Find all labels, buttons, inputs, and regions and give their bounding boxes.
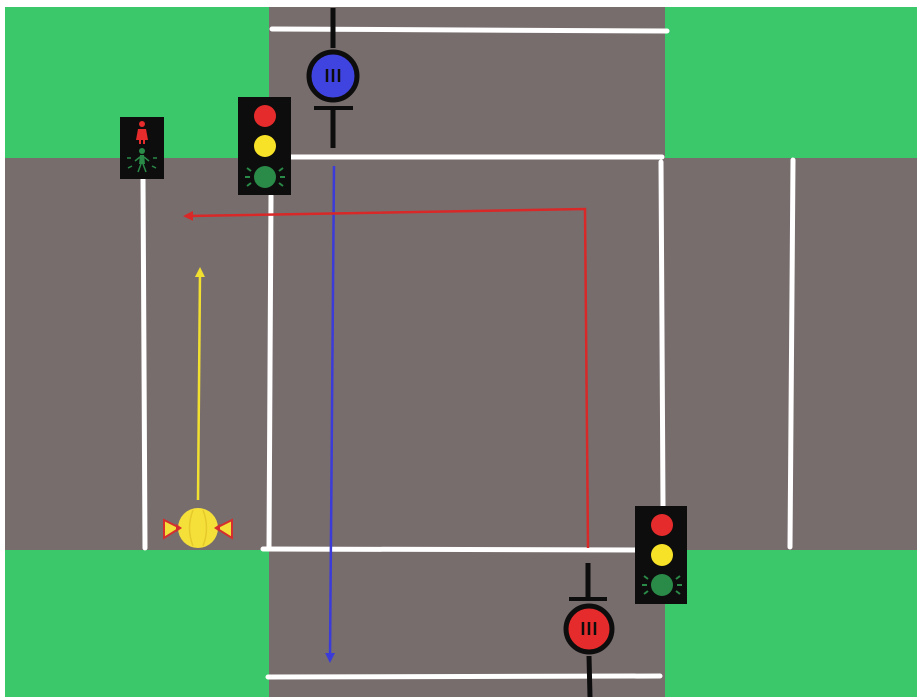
pedestrian-signal-west <box>120 117 164 179</box>
grass-south-west <box>5 550 269 697</box>
candy-ball <box>178 508 218 548</box>
grass-north-east <box>665 7 917 158</box>
lane-line-bottom <box>268 676 660 677</box>
red-player-stick-lower <box>589 656 590 697</box>
lane-line-west-outer <box>143 178 145 548</box>
lane-line-east-outer <box>790 160 793 547</box>
green-light <box>254 166 276 188</box>
traffic-light-north-west <box>238 97 291 195</box>
yellow-light <box>254 135 276 157</box>
red-light <box>254 105 276 127</box>
green-light <box>651 574 673 596</box>
yellow-light <box>651 544 673 566</box>
lane-line-east-inner <box>661 162 663 506</box>
lane-line-south-stop <box>263 549 642 550</box>
traffic-light-south-east <box>635 506 687 604</box>
lane-line-west-inner <box>269 196 271 547</box>
red-light <box>651 514 673 536</box>
grass-south-east <box>665 550 917 697</box>
